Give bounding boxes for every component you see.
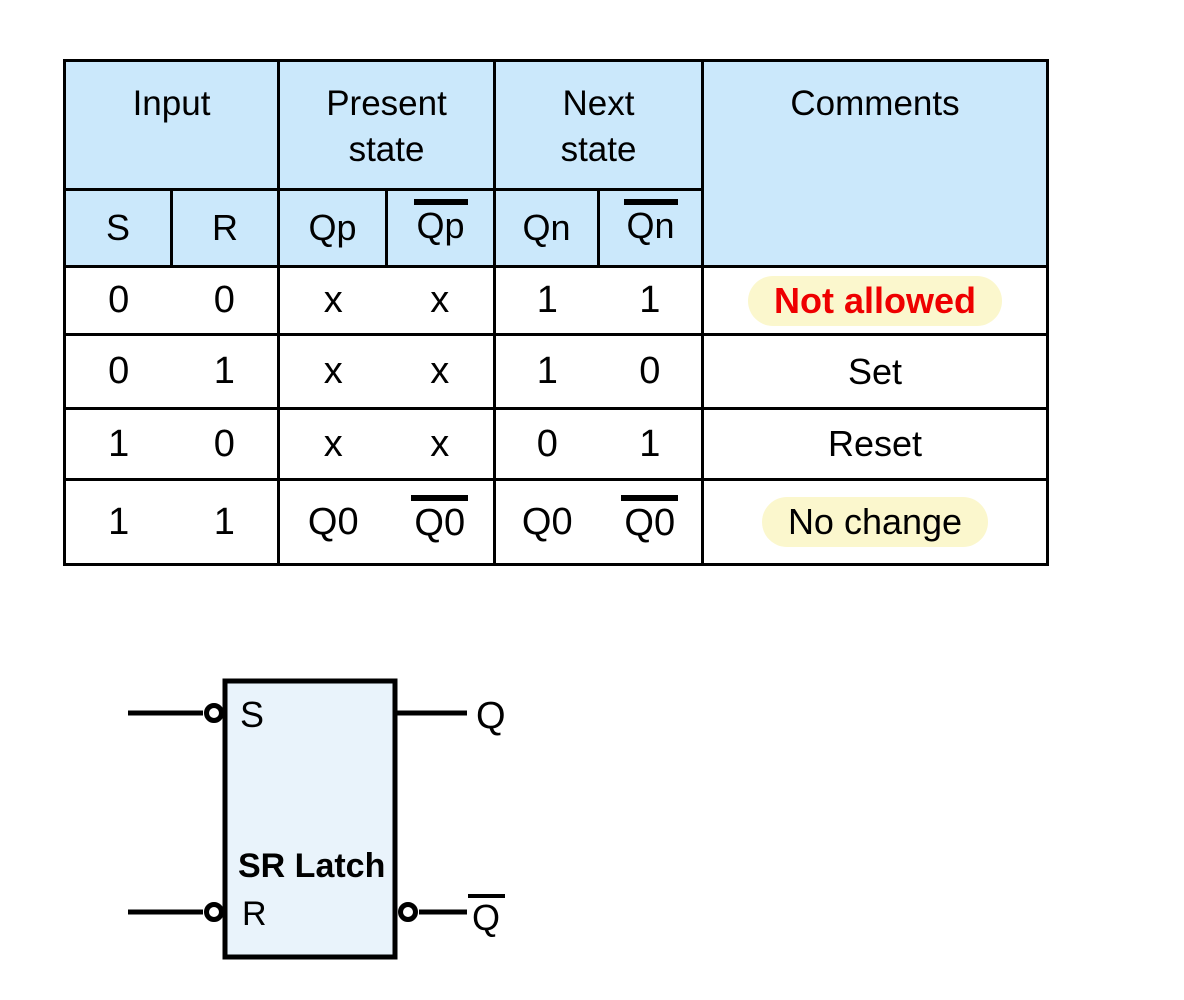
cell-r: 1 bbox=[171, 333, 281, 410]
cell-comment: No change bbox=[701, 478, 1050, 566]
cell-qp-bar: Q0 bbox=[386, 478, 497, 566]
col-header-next-state: Next state bbox=[493, 59, 705, 191]
cell-qn-bar: Q0 bbox=[598, 478, 705, 566]
table-row: 0 0 x x 1 1 Not allowed bbox=[63, 265, 1050, 336]
subheader-qn: Qn bbox=[493, 188, 601, 268]
cell-qn-bar: 1 bbox=[598, 265, 705, 336]
q0-bar-overline: Q0 bbox=[621, 495, 679, 542]
cell-qp-bar: x bbox=[386, 407, 497, 481]
q-bar-output-label: Q bbox=[472, 897, 500, 938]
cell-qp-bar: x bbox=[386, 265, 497, 336]
cell-qp: x bbox=[277, 407, 387, 481]
cell-s: 1 bbox=[63, 478, 172, 566]
comment-not-allowed: Not allowed bbox=[748, 275, 1003, 326]
cell-qn: 1 bbox=[493, 265, 599, 336]
r-input-label: R bbox=[242, 895, 267, 933]
cell-qp-bar: x bbox=[386, 333, 497, 410]
cell-comment: Not allowed bbox=[701, 265, 1050, 336]
comment-no-change: No change bbox=[761, 497, 989, 547]
subheader-r: R bbox=[169, 188, 281, 268]
cell-qn: 0 bbox=[493, 407, 599, 481]
cell-s: 0 bbox=[63, 265, 172, 336]
cell-r: 0 bbox=[171, 265, 281, 336]
r-inversion-bubble-icon bbox=[204, 902, 224, 922]
col-header-comments: Comments bbox=[701, 59, 1050, 268]
header-row-signals: S R Qp Qp Qn Qn bbox=[63, 188, 1048, 268]
cell-qp: x bbox=[277, 265, 387, 336]
cell-qp: Q0 bbox=[277, 478, 387, 566]
cell-s: 1 bbox=[63, 407, 172, 481]
table-row: 1 1 Q0 Q0 Q0 Q0 No change bbox=[63, 478, 1050, 566]
q-bar-inversion-bubble-icon bbox=[398, 902, 418, 922]
subheader-qn-bar: Qn bbox=[597, 188, 705, 268]
col-header-present-state: Present state bbox=[277, 59, 497, 191]
subheader-qp-bar: Qp bbox=[385, 188, 497, 268]
cell-qp: x bbox=[277, 333, 387, 410]
sr-latch-diagram: S R SR Latch Q Q bbox=[128, 678, 506, 960]
cell-qn: Q0 bbox=[493, 478, 599, 566]
latch-box-label: SR Latch bbox=[238, 847, 385, 885]
comment-reset: Reset bbox=[827, 423, 923, 464]
cell-comment: Reset bbox=[701, 407, 1050, 481]
s-inversion-bubble-icon bbox=[204, 703, 224, 723]
subheader-qp: Qp bbox=[277, 188, 389, 268]
q-output-label: Q bbox=[476, 695, 506, 737]
s-input-label: S bbox=[240, 694, 264, 735]
comment-set: Set bbox=[847, 350, 903, 392]
header-row-groups: Input Present state Next state Comments bbox=[62, 59, 1050, 268]
cell-qn-bar: 0 bbox=[598, 333, 705, 410]
col-header-input: Input bbox=[62, 59, 281, 191]
col-header-comments-label: Comments bbox=[790, 84, 960, 123]
col-header-input-label: Input bbox=[132, 84, 211, 123]
qn-bar-overline: Qn bbox=[623, 198, 678, 244]
subheader-s: S bbox=[63, 188, 173, 268]
sr-latch-truth-table: Input Present state Next state Comments … bbox=[62, 59, 1050, 566]
cell-qn-bar: 1 bbox=[598, 407, 705, 481]
q0-bar-overline: Q0 bbox=[411, 495, 469, 542]
latch-box bbox=[222, 678, 398, 960]
col-header-next-state-label: Next state bbox=[560, 84, 637, 170]
cell-s: 0 bbox=[63, 333, 172, 410]
cell-r: 0 bbox=[171, 407, 281, 481]
cell-qn: 1 bbox=[493, 333, 599, 410]
table-row: 0 1 x x 1 0 Set bbox=[63, 333, 1050, 410]
qp-bar-overline: Qp bbox=[413, 198, 468, 244]
table-row: 1 0 x x 0 1 Reset bbox=[63, 407, 1050, 481]
cell-comment: Set bbox=[701, 333, 1050, 410]
cell-r: 1 bbox=[171, 478, 281, 566]
col-header-present-state-label: Present state bbox=[326, 84, 447, 170]
